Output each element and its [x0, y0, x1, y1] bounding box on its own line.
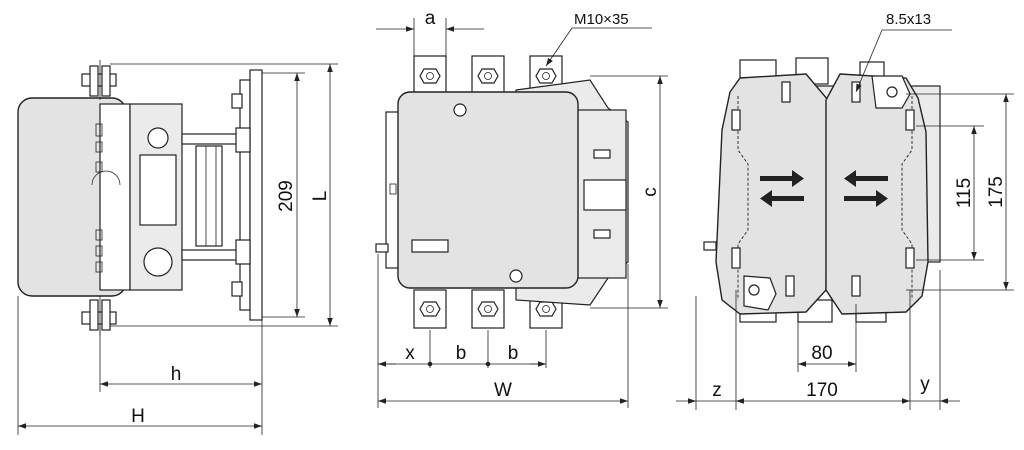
front-window — [583, 179, 627, 211]
side-top-bolt — [81, 60, 117, 100]
dim-W: W — [494, 380, 512, 401]
direction-arrows-left — [760, 170, 804, 207]
base-lug-bottom-hole — [748, 284, 760, 296]
dim-a: a — [425, 8, 436, 29]
dim-115: 115 — [954, 178, 975, 208]
dim-c: c — [640, 187, 661, 197]
side-mechanism-window — [139, 154, 177, 226]
front-screw-bottom — [509, 269, 523, 283]
dim-b-1: b — [456, 343, 467, 364]
base-left-pin — [703, 241, 717, 251]
dim-209: 209 — [276, 180, 297, 212]
dim-dot-1 — [427, 361, 433, 367]
front-left-notch — [389, 183, 397, 195]
base-lug-top-hole — [886, 86, 898, 98]
base-slots — [731, 81, 915, 297]
base-lug-bottom — [743, 275, 777, 311]
side-frame — [99, 103, 131, 291]
side-view: 209 L h H — [17, 60, 338, 435]
slot-label: 8.5x13 — [886, 11, 931, 28]
front-nameplate — [411, 239, 449, 253]
side-bracket — [231, 69, 263, 321]
dim-dot-2 — [485, 361, 491, 367]
front-left-pin — [375, 243, 389, 253]
dim-80: 80 — [811, 343, 832, 364]
front-screw-top — [453, 103, 467, 117]
side-hole-bottom — [143, 247, 173, 277]
direction-arrows-right — [844, 170, 888, 207]
front-top-terminals — [413, 55, 563, 95]
side-arc — [91, 170, 121, 186]
dim-175: 175 — [986, 176, 1007, 208]
bolt-leader — [545, 27, 573, 67]
side-frame-notches — [95, 123, 103, 273]
side-bottom-bolt — [81, 296, 117, 336]
base-extension-lines — [695, 93, 1014, 410]
front-view: a M10×35 c x b b W — [375, 8, 668, 408]
front-extension-lines — [377, 18, 668, 408]
dim-L: L — [310, 191, 331, 202]
side-rods — [181, 133, 239, 261]
dim-y: y — [920, 374, 930, 395]
dim-170: 170 — [806, 380, 838, 401]
base-right-dashed — [901, 96, 913, 300]
dim-z: z — [712, 380, 722, 401]
base-left-dashed — [737, 96, 749, 300]
front-face — [397, 91, 579, 289]
front-slot-2 — [593, 229, 611, 239]
side-hole-top — [147, 127, 169, 149]
dim-x: x — [405, 343, 415, 364]
front-slot-1 — [593, 149, 611, 159]
dim-h: h — [171, 364, 182, 385]
slot-leader — [855, 29, 883, 93]
bolt-label: M10×35 — [574, 11, 629, 28]
dim-b-2: b — [508, 343, 519, 364]
dim-H: H — [131, 406, 145, 427]
base-view: 8.5x13 115 175 80 z 170 y — [676, 11, 1014, 410]
